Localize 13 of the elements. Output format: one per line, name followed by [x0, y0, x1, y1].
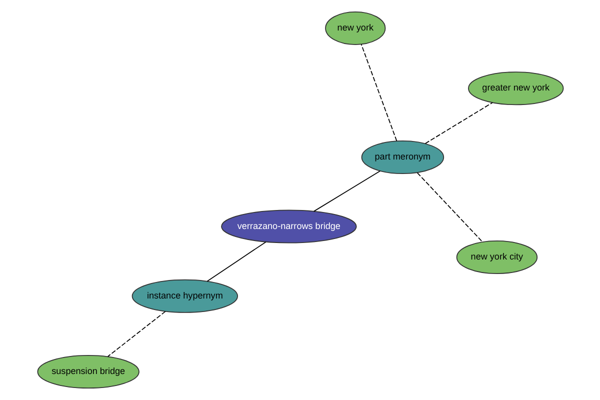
- connector: [416, 172, 482, 242]
- node-ellipse: new york: [324, 11, 386, 46]
- node-ellipse: instance hypernym: [131, 279, 238, 313]
- connector: [312, 170, 380, 212]
- node-ellipse: suspension bridge: [36, 354, 139, 389]
- node-ellipse: greater new york: [468, 72, 564, 106]
- connector: [206, 242, 266, 282]
- node-ellipse: verrazano-narrows bridge: [220, 210, 356, 244]
- node-ellipse: new york city: [456, 240, 538, 274]
- connector: [360, 44, 397, 142]
- connector: [424, 102, 492, 144]
- node-ellipse: part meronym: [360, 140, 444, 174]
- connector: [106, 310, 166, 357]
